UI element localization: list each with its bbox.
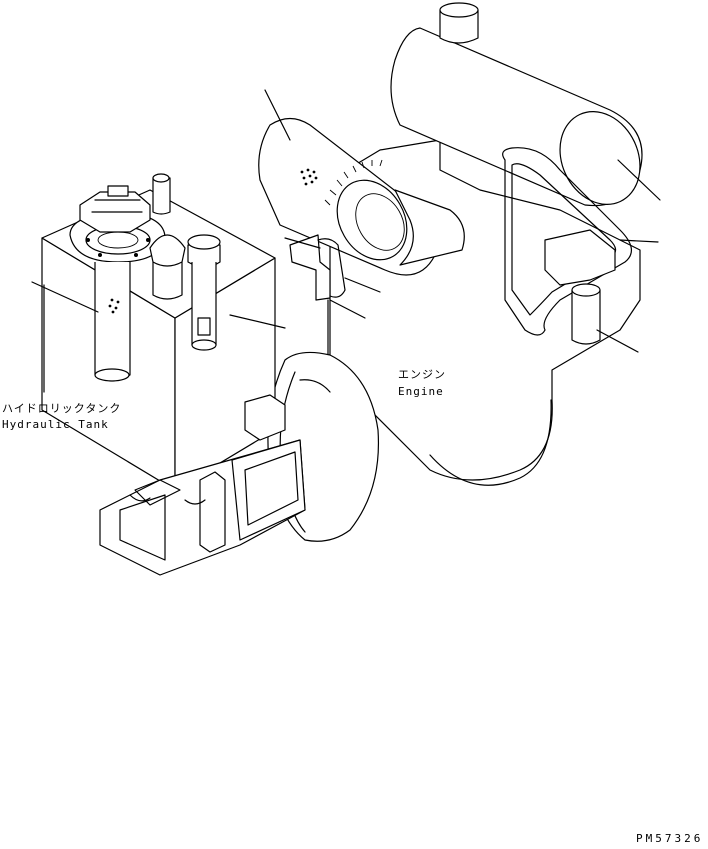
engine-label-jp: エンジン [398, 368, 446, 381]
hydraulic-tank [41, 173, 276, 491]
fan-belt [502, 147, 661, 345]
hydraulic-tank-label-en: Hydraulic Tank [2, 418, 109, 431]
hydraulic-tank-label-jp: ハイドロリックタンク [2, 402, 121, 415]
control-valve [99, 394, 306, 576]
air-cleaner [258, 117, 465, 319]
drawing-code: PM57326 [636, 832, 703, 845]
muffler [390, 2, 643, 207]
leader-lines [31, 89, 639, 393]
engine-label-en: Engine [398, 385, 444, 398]
